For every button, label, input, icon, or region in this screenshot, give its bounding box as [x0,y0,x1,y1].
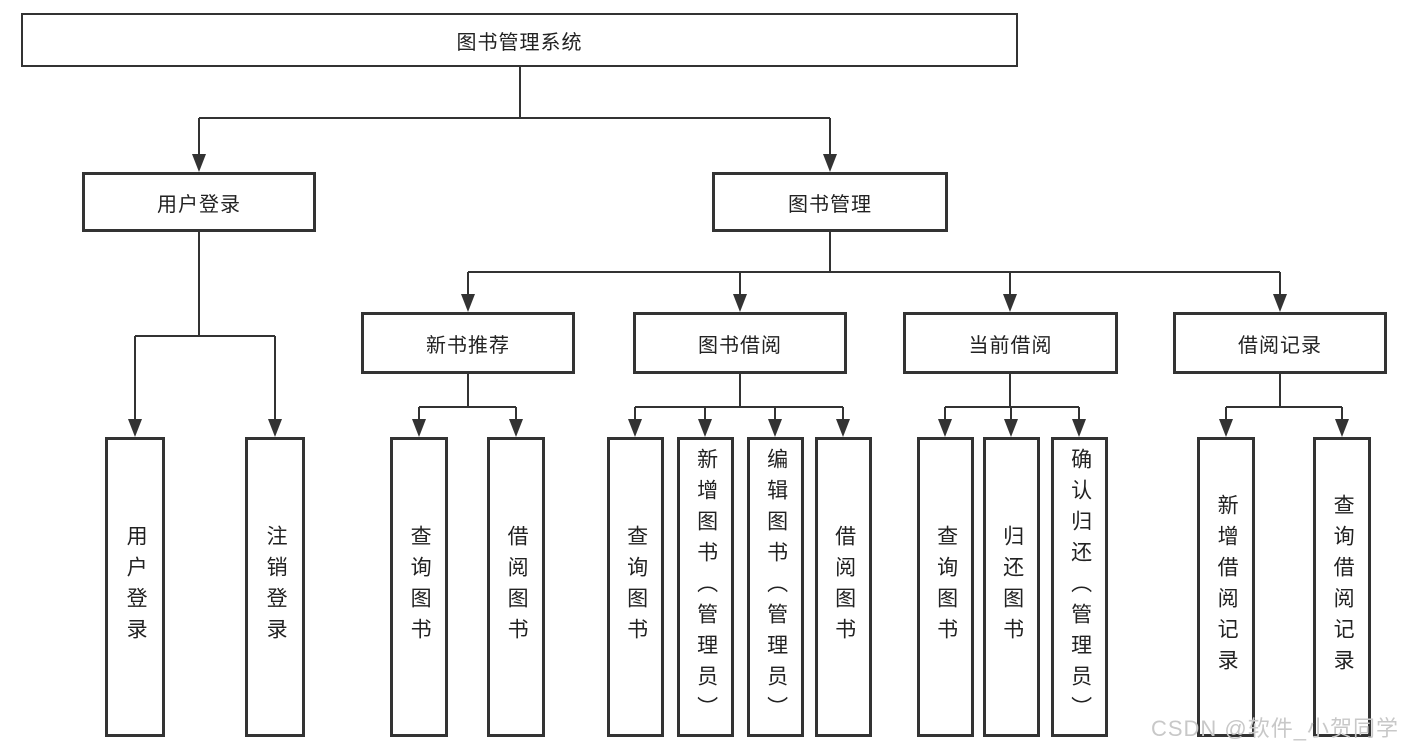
leaf-return-book: 归还图书 [983,437,1040,737]
leaf-query-books-newbook: 查询图书 [390,437,448,737]
node-book-borrow: 图书借阅 [633,312,847,374]
leaf-logout: 注销登录 [245,437,305,737]
node-new-book-recommend-label: 新书推荐 [426,334,510,357]
node-borrow-records-label: 借阅记录 [1238,334,1322,357]
edge-userlogin-to-leaves [134,232,276,420]
edge-currentborrow-to-leaves [944,374,1080,420]
leaf-borrow-books-borrow-label: 借阅图书 [832,525,856,649]
node-book-management: 图书管理 [712,172,948,232]
leaf-query-books-current-label: 查询图书 [934,525,958,649]
leaf-add-borrow-record-label: 新增借阅记录 [1215,494,1239,680]
leaf-query-books-current: 查询图书 [917,437,974,737]
edge-records-to-leaves [1225,374,1343,420]
node-user-login-label: 用户登录 [157,193,241,216]
leaf-edit-book-admin-label: 编辑图书（管理员） [764,447,788,727]
leaf-add-borrow-record: 新增借阅记录 [1197,437,1255,737]
edge-bookborrow-to-leaves [634,374,844,420]
edge-bookmgmt-to-level3 [467,232,1281,295]
leaf-user-login: 用户登录 [105,437,165,737]
leaf-add-book-admin: 新增图书（管理员） [677,437,734,737]
edge-root-to-level2 [198,67,831,155]
leaf-user-login-label: 用户登录 [124,525,148,649]
leaf-edit-book-admin: 编辑图书（管理员） [747,437,804,737]
leaf-add-book-admin-label: 新增图书（管理员） [694,447,718,727]
leaf-return-book-label: 归还图书 [1000,525,1024,649]
leaf-confirm-return-admin-label: 确认归还（管理员） [1068,447,1092,727]
leaf-confirm-return-admin: 确认归还（管理员） [1051,437,1108,737]
node-new-book-recommend: 新书推荐 [361,312,575,374]
leaf-borrow-books-newbook: 借阅图书 [487,437,545,737]
node-user-login: 用户登录 [82,172,316,232]
arrowheads [128,154,1349,437]
node-book-borrow-label: 图书借阅 [698,334,782,357]
leaf-query-books-borrow: 查询图书 [607,437,664,737]
node-book-management-label: 图书管理 [788,193,872,216]
node-root-label: 图书管理系统 [456,31,583,54]
leaf-query-books-borrow-label: 查询图书 [624,525,648,649]
leaf-borrow-books-borrow: 借阅图书 [815,437,872,737]
node-root-system: 图书管理系统 [21,13,1018,67]
leaf-query-borrow-record-label: 查询借阅记录 [1331,494,1355,680]
leaf-borrow-books-newbook-label: 借阅图书 [505,525,529,649]
csdn-watermark: CSDN @软件_小贺同学 [1150,716,1399,741]
leaf-query-books-newbook-label: 查询图书 [408,525,432,649]
node-current-borrow: 当前借阅 [903,312,1118,374]
leaf-logout-label: 注销登录 [264,525,288,649]
node-borrow-records: 借阅记录 [1173,312,1387,374]
leaf-query-borrow-record: 查询借阅记录 [1313,437,1371,737]
node-current-borrow-label: 当前借阅 [968,334,1053,357]
edge-newbook-to-leaves [418,374,517,420]
